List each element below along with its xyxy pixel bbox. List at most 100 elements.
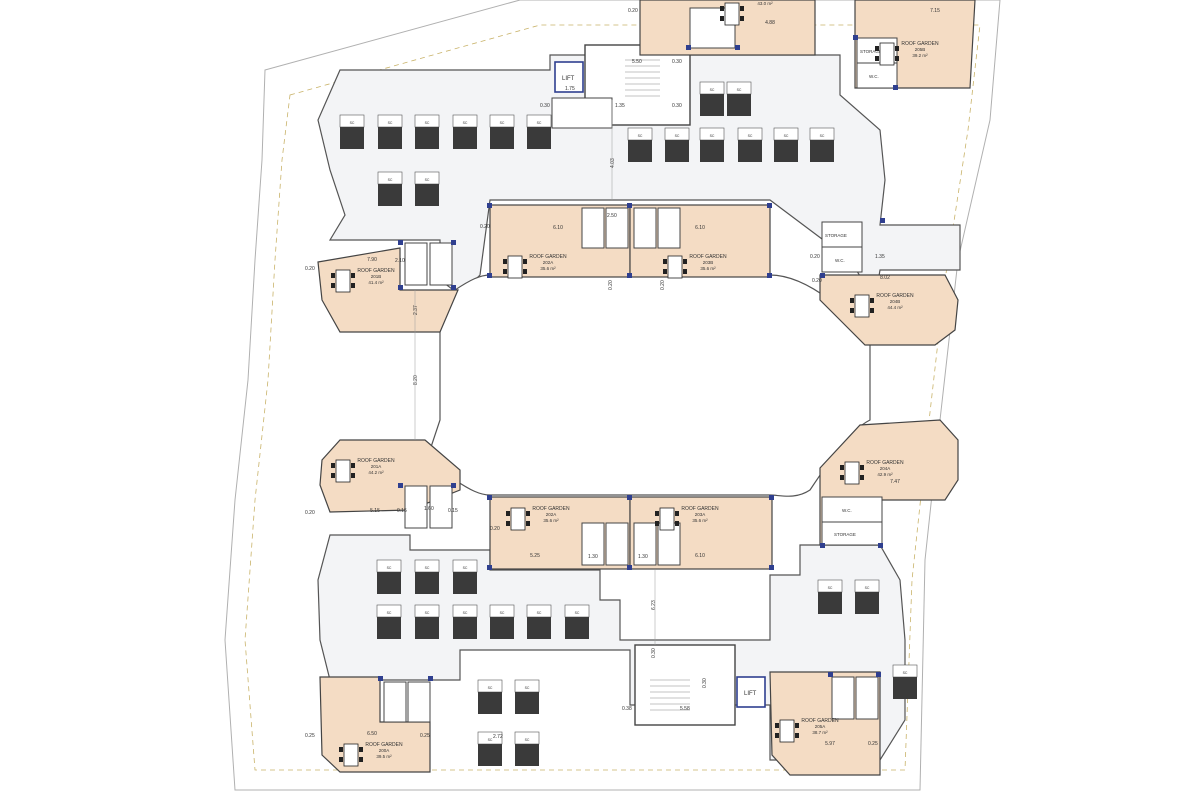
sc-unit-label: SC xyxy=(425,121,430,125)
dim-text: 0.30 xyxy=(672,103,682,109)
storage-label: STORAGE xyxy=(860,49,882,54)
garden-dim: 6.50 xyxy=(367,731,377,737)
storage-200A xyxy=(383,681,407,723)
garden-area: 41.4 m² xyxy=(368,280,384,285)
garden-dim: 5.25 xyxy=(530,553,540,559)
garden-title: ROOF GARDEN xyxy=(357,458,395,464)
garden-area: 39.5 m² xyxy=(376,754,392,759)
sc-unit-label: SC xyxy=(463,611,468,615)
sc-unit: SC xyxy=(627,127,653,162)
sc-unit: SC xyxy=(726,81,752,116)
dining-table-icon xyxy=(503,255,527,279)
sc-unit-label: SC xyxy=(387,611,392,615)
sc-unit: SC xyxy=(414,604,440,639)
sc-unit-label: SC xyxy=(748,134,753,138)
garden-title: ROOF GARDEN xyxy=(801,718,839,724)
wc-203B xyxy=(657,207,681,249)
dim-text-vertical: 2.37 xyxy=(413,305,419,315)
wc-label: W.C. xyxy=(835,258,845,263)
sc-unit-label: SC xyxy=(525,686,530,690)
dim-text: 0.20 xyxy=(810,254,820,260)
garden-code: 202A xyxy=(546,512,557,517)
columns xyxy=(378,35,898,681)
garden-title: ROOF GARDEN xyxy=(681,506,719,512)
wc-201A xyxy=(404,485,428,529)
wc-label: W.C. xyxy=(869,74,879,79)
sc-unit-label: SC xyxy=(903,671,908,675)
storage-201B xyxy=(429,242,453,286)
sc-unit: SC xyxy=(414,171,440,206)
garden-201B xyxy=(317,247,459,333)
sc-unit: SC xyxy=(773,127,799,162)
sc-unit: SC xyxy=(817,579,843,614)
garden-code: 205A xyxy=(815,724,826,729)
wc-204B xyxy=(821,246,863,273)
room-labels: STORAGE W.C. STORAGE W.C. W.C. STORAGE xyxy=(825,49,882,537)
garden-dim: 6.10 xyxy=(553,225,563,231)
sc-unit-label: SC xyxy=(488,738,493,742)
sc-unit-label: SC xyxy=(638,134,643,138)
sc-unit-label: SC xyxy=(425,566,430,570)
dim-text: 0.20 xyxy=(305,510,315,516)
sc-unit: SC xyxy=(892,664,918,699)
dim-text: 5.58 xyxy=(680,706,690,712)
storage-203A xyxy=(633,522,657,566)
sc-unit: SC xyxy=(489,604,515,639)
site-boundary xyxy=(224,0,1001,791)
dim-text-vertical: 6.23 xyxy=(651,600,657,610)
garden-area: 35.6 m² xyxy=(540,266,556,271)
sc-unit-label: SC xyxy=(710,134,715,138)
garden-code: 202A xyxy=(543,260,554,265)
sc-unit: SC xyxy=(526,114,552,149)
garden-title: ROOF GARDEN xyxy=(529,254,567,260)
sc-unit-label: SC xyxy=(388,178,393,182)
mid-corridor xyxy=(429,274,871,497)
dim-text: 2.10 xyxy=(395,258,405,264)
sc-unit-label: SC xyxy=(537,611,542,615)
storage-201A xyxy=(429,485,453,529)
storage-204A xyxy=(821,521,883,546)
dimensions: 5.50 1.75 0.30 0.30 0.30 1.35 0.20 0.20 … xyxy=(305,8,885,747)
garden-code: 203A xyxy=(695,512,706,517)
sc-unit: SC xyxy=(737,127,763,162)
garden-area: 35.6 m² xyxy=(543,518,559,523)
sc-unit: SC xyxy=(339,114,365,149)
sc-unit: SC xyxy=(377,114,403,149)
garden-code: 203B xyxy=(703,260,714,265)
dim-text: 0.25 xyxy=(420,733,430,739)
dim-text-vertical: 0.20 xyxy=(608,280,614,290)
garden-title: ROOF GARDEN xyxy=(866,460,904,466)
sc-unit: SC xyxy=(452,114,478,149)
garden-area: 44.4 m² xyxy=(887,305,903,310)
garden-area: 35.6 m² xyxy=(692,518,708,523)
dining-table-icon xyxy=(720,2,744,26)
dim-text-vertical: 4.03 xyxy=(610,158,616,168)
sc-unit-label: SC xyxy=(820,134,825,138)
dining-table-icon xyxy=(775,719,799,743)
sc-unit: SC xyxy=(414,559,440,594)
dim-text-vertical: 0.30 xyxy=(702,678,708,688)
dining-table-icon xyxy=(339,743,363,767)
sc-unit-label: SC xyxy=(463,566,468,570)
sc-unit-label: SC xyxy=(575,611,580,615)
garden-area: 43.0 m² xyxy=(757,1,773,6)
storage-204B xyxy=(821,221,863,248)
dining-table-icon xyxy=(331,269,355,293)
lift-shaft-north xyxy=(554,61,584,93)
stair-south xyxy=(634,644,736,726)
sc-unit: SC xyxy=(452,559,478,594)
dim-text: 0.20 xyxy=(480,224,490,230)
dim-text: 1.35 xyxy=(615,103,625,109)
sc-unit-label: SC xyxy=(784,134,789,138)
sc-unit-label: SC xyxy=(737,88,742,92)
storage-205A xyxy=(831,676,855,720)
sc-unit: SC xyxy=(854,579,880,614)
dining-table-icon xyxy=(875,42,899,66)
sc-unit-label: SC xyxy=(865,586,870,590)
garden-title: ROOF GARDEN xyxy=(365,742,403,748)
dim-text: 0.25 xyxy=(305,733,315,739)
garden-dim: 7.90 xyxy=(367,257,377,263)
garden-area: 42.9 m² xyxy=(877,472,893,477)
dim-text: 0.20 xyxy=(305,266,315,272)
